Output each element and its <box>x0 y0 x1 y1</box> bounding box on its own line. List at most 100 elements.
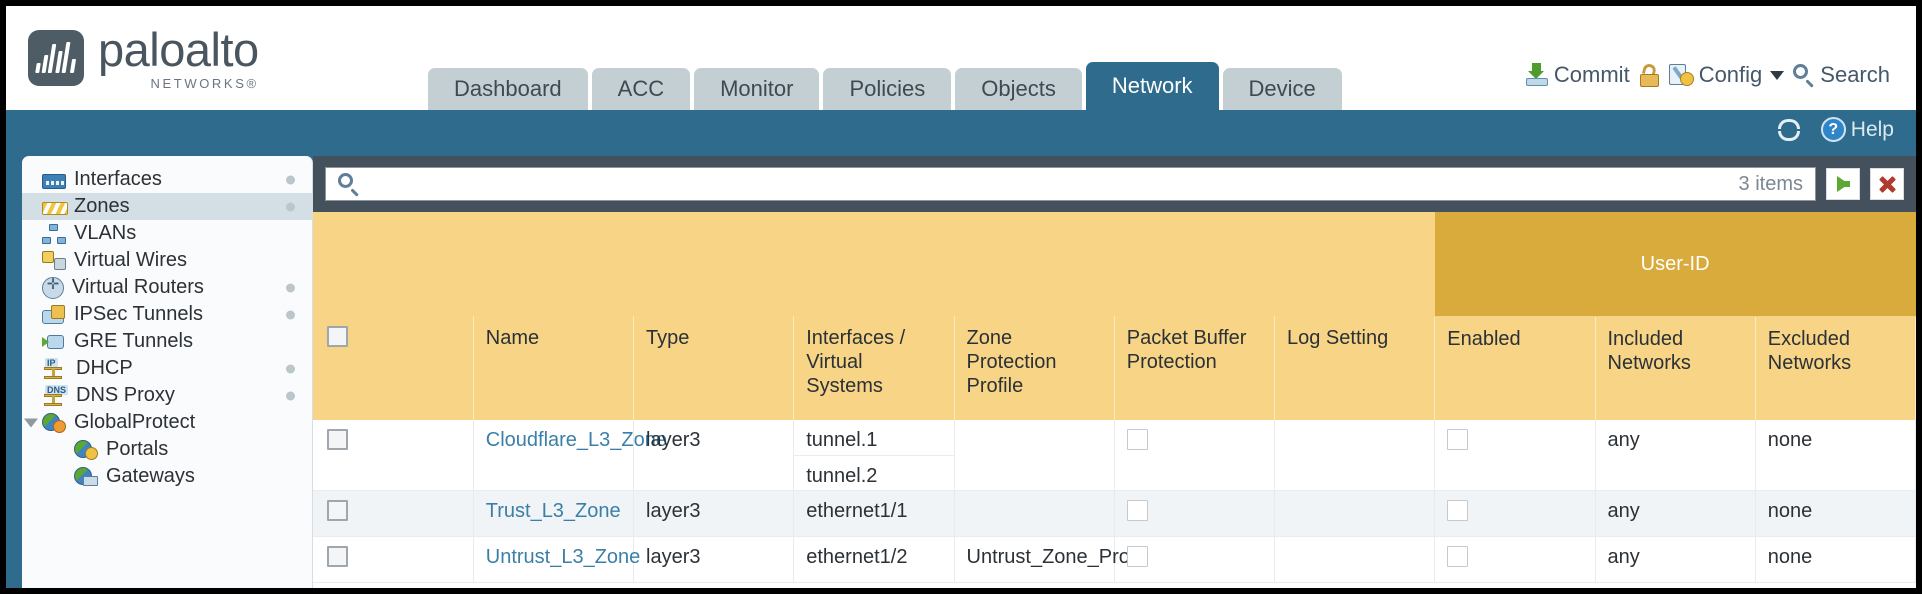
user-id-enabled-checkbox[interactable] <box>1447 546 1469 567</box>
portals-icon <box>74 439 98 460</box>
group-header-label: User-ID <box>1640 252 1710 275</box>
tab-dashboard[interactable]: Dashboard <box>428 68 588 110</box>
clear-filter-button[interactable] <box>1870 168 1904 200</box>
row-select-cell[interactable] <box>313 420 474 491</box>
tab-acc[interactable]: ACC <box>591 68 691 110</box>
tab-policies[interactable]: Policies <box>823 68 952 110</box>
sidebar-item-zones[interactable]: Zones <box>22 193 312 220</box>
cell-packet-buffer-protection[interactable] <box>1114 536 1276 583</box>
column-header-check[interactable] <box>313 316 474 420</box>
tab-label: Dashboard <box>454 76 562 101</box>
row-select-checkbox[interactable] <box>327 546 348 567</box>
cell-packet-buffer-protection[interactable] <box>1114 490 1276 537</box>
tab-monitor[interactable]: Monitor <box>694 68 820 110</box>
sidebar-item-gre-tunnels[interactable]: GRE Tunnels <box>22 328 312 355</box>
search-input-wrap[interactable]: 3 items <box>325 167 1816 201</box>
config-menu[interactable]: Config <box>1668 62 1785 88</box>
sidebar-item-status-dot <box>286 310 295 319</box>
user-id-enabled-checkbox[interactable] <box>1447 500 1469 521</box>
zone-name-link[interactable]: Cloudflare_L3_Zone <box>485 429 667 451</box>
expander-caret-icon[interactable] <box>24 418 38 427</box>
column-header-interfaces[interactable]: Interfaces / Virtual Systems <box>793 316 955 420</box>
lock-icon <box>1639 62 1660 87</box>
cell-zone-protection-profile <box>954 420 1115 491</box>
help-link[interactable]: ? Help <box>1820 117 1894 142</box>
logo-brand-name: paloalto <box>98 23 259 76</box>
cell-excluded-networks: none <box>1755 536 1916 583</box>
zone-name-link[interactable]: Trust_L3_Zone <box>485 500 621 522</box>
column-header-label: Type <box>646 327 690 349</box>
packet-buffer-protection-checkbox[interactable] <box>1126 429 1148 450</box>
column-header-excluded[interactable]: Excluded Networks <box>1755 316 1916 420</box>
cell-interfaces: ethernet1/2 <box>793 536 955 583</box>
globalprotect-icon <box>42 412 66 433</box>
interfaces-icon <box>42 173 66 189</box>
row-select-cell[interactable] <box>313 536 474 583</box>
sidebar-item-interfaces[interactable]: Interfaces <box>22 166 312 193</box>
sidebar-item-label: Portals <box>106 438 169 460</box>
select-all-checkbox[interactable] <box>327 326 348 347</box>
tab-objects[interactable]: Objects <box>955 68 1082 110</box>
cell-included-networks: any <box>1595 536 1756 583</box>
column-header-log[interactable]: Log Setting <box>1274 316 1436 420</box>
tab-network[interactable]: Network <box>1085 62 1219 110</box>
virtual-wires-icon <box>42 251 66 270</box>
column-header-name[interactable]: Name <box>473 316 635 420</box>
sidebar-item-label: Virtual Routers <box>72 276 204 298</box>
column-header-enabled[interactable]: Enabled <box>1434 316 1596 420</box>
group-header-row: User-ID <box>313 212 1916 317</box>
sidebar-item-globalprotect[interactable]: GlobalProtect <box>22 409 312 436</box>
sidebar-item-virtual-routers[interactable]: Virtual Routers <box>22 274 312 301</box>
refresh-icon[interactable] <box>1777 118 1803 142</box>
cell-type: layer3 <box>633 490 795 537</box>
user-id-enabled-checkbox[interactable] <box>1447 429 1469 450</box>
row-select-checkbox[interactable] <box>327 500 348 521</box>
cell-log-setting <box>1274 490 1436 537</box>
sidebar-item-label: Zones <box>74 195 130 217</box>
sidebar-item-virtual-wires[interactable]: Virtual Wires <box>22 247 312 274</box>
lock-button[interactable] <box>1639 62 1660 87</box>
group-header-user-id: User-ID <box>1434 212 1916 317</box>
apply-filter-button[interactable] <box>1826 168 1860 200</box>
column-header-included[interactable]: Included Networks <box>1595 316 1756 420</box>
apply-filter-arrow-icon <box>1837 176 1850 192</box>
column-header-zpp[interactable]: Zone Protection Profile <box>954 316 1115 420</box>
search-input[interactable] <box>370 173 1729 195</box>
paloalto-logo: paloalto NETWORKS® <box>28 26 259 90</box>
cell-user-id-enabled[interactable] <box>1434 420 1596 491</box>
column-header-type[interactable]: Type <box>633 316 795 420</box>
cell-packet-buffer-protection[interactable] <box>1114 420 1276 491</box>
virtual-routers-icon <box>42 275 64 299</box>
commit-button[interactable]: Commit <box>1525 62 1630 88</box>
tab-label: Objects <box>981 76 1056 101</box>
tab-device[interactable]: Device <box>1222 68 1342 110</box>
zone-name-link[interactable]: Untrust_L3_Zone <box>485 546 641 568</box>
sidebar-item-label: DNS Proxy <box>76 384 175 406</box>
help-label: Help <box>1850 117 1894 141</box>
cell-user-id-enabled[interactable] <box>1434 536 1596 583</box>
tab-label: Network <box>1111 73 1193 98</box>
config-wrench-icon <box>1668 63 1694 87</box>
row-select-checkbox[interactable] <box>327 429 348 450</box>
row-select-cell[interactable] <box>313 490 474 537</box>
vlans-icon <box>42 223 66 244</box>
packet-buffer-protection-checkbox[interactable] <box>1126 546 1148 567</box>
packet-buffer-protection-checkbox[interactable] <box>1126 500 1148 521</box>
cell-user-id-enabled[interactable] <box>1434 490 1596 537</box>
sidebar-item-ipsec-tunnels[interactable]: IPSec Tunnels <box>22 301 312 328</box>
column-header-pbp[interactable]: Packet Buffer Protection <box>1114 316 1276 420</box>
sidebar-item-vlans[interactable]: VLANs <box>22 220 312 247</box>
sidebar-item-portals[interactable]: Portals <box>22 436 312 463</box>
sidebar-item-gateways[interactable]: Gateways <box>22 463 312 490</box>
interface-entry: tunnel.2 <box>794 455 954 490</box>
cell-excluded-networks: none <box>1755 490 1916 537</box>
secondary-blue-band: ? Help <box>6 110 1916 156</box>
search-button[interactable]: Search <box>1793 62 1890 88</box>
